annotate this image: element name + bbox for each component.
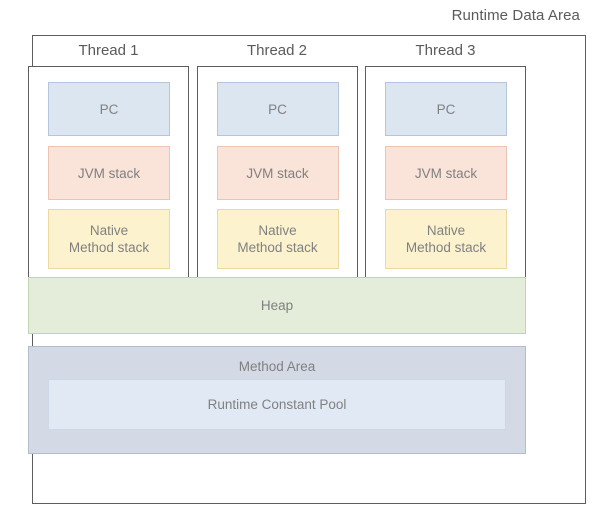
native-line-2: Method stack xyxy=(68,240,150,255)
heap-block: Heap xyxy=(28,277,526,334)
thread-label-2: Thread 2 xyxy=(246,42,308,59)
native-line-2: Method stack xyxy=(405,240,487,255)
pc-block-thread-2: PC xyxy=(216,82,339,136)
thread-box-2: PC JVM stack Native Method stack xyxy=(196,66,358,299)
native-method-stack-block-thread-2: Native Method stack xyxy=(216,209,339,269)
threads-row: Thread 1 PC JVM stack Native Method stac… xyxy=(28,41,526,299)
native-method-stack-block-thread-1: Native Method stack xyxy=(48,209,170,269)
thread-column-3: Thread 3 PC JVM stack Native Method stac… xyxy=(365,41,526,299)
pc-block-thread-1: PC xyxy=(48,82,170,136)
thread-column-1: Thread 1 PC JVM stack Native Method stac… xyxy=(28,41,189,299)
jvm-stack-block-thread-2: JVM stack xyxy=(216,146,339,200)
method-area-label: Method Area xyxy=(238,359,316,374)
diagram-title: Runtime Data Area xyxy=(451,7,580,24)
thread-column-2: Thread 2 PC JVM stack Native Method stac… xyxy=(196,41,358,299)
jvm-stack-block-thread-1: JVM stack xyxy=(48,146,170,200)
pc-block-thread-3: PC xyxy=(385,82,507,136)
native-line-1: Native xyxy=(426,223,466,238)
native-method-stack-block-thread-3: Native Method stack xyxy=(385,209,507,269)
thread-box-3: PC JVM stack Native Method stack xyxy=(365,66,526,299)
method-area-block: Method Area Runtime Constant Pool xyxy=(28,346,526,454)
thread-label-1: Thread 1 xyxy=(78,42,139,59)
thread-box-1: PC JVM stack Native Method stack xyxy=(28,66,189,299)
native-line-1: Native xyxy=(258,223,297,238)
runtime-constant-pool-block: Runtime Constant Pool xyxy=(48,379,506,430)
native-line-1: Native xyxy=(89,223,129,238)
thread-label-3: Thread 3 xyxy=(415,42,476,59)
native-line-2: Method stack xyxy=(237,240,318,255)
jvm-stack-block-thread-3: JVM stack xyxy=(385,146,507,200)
